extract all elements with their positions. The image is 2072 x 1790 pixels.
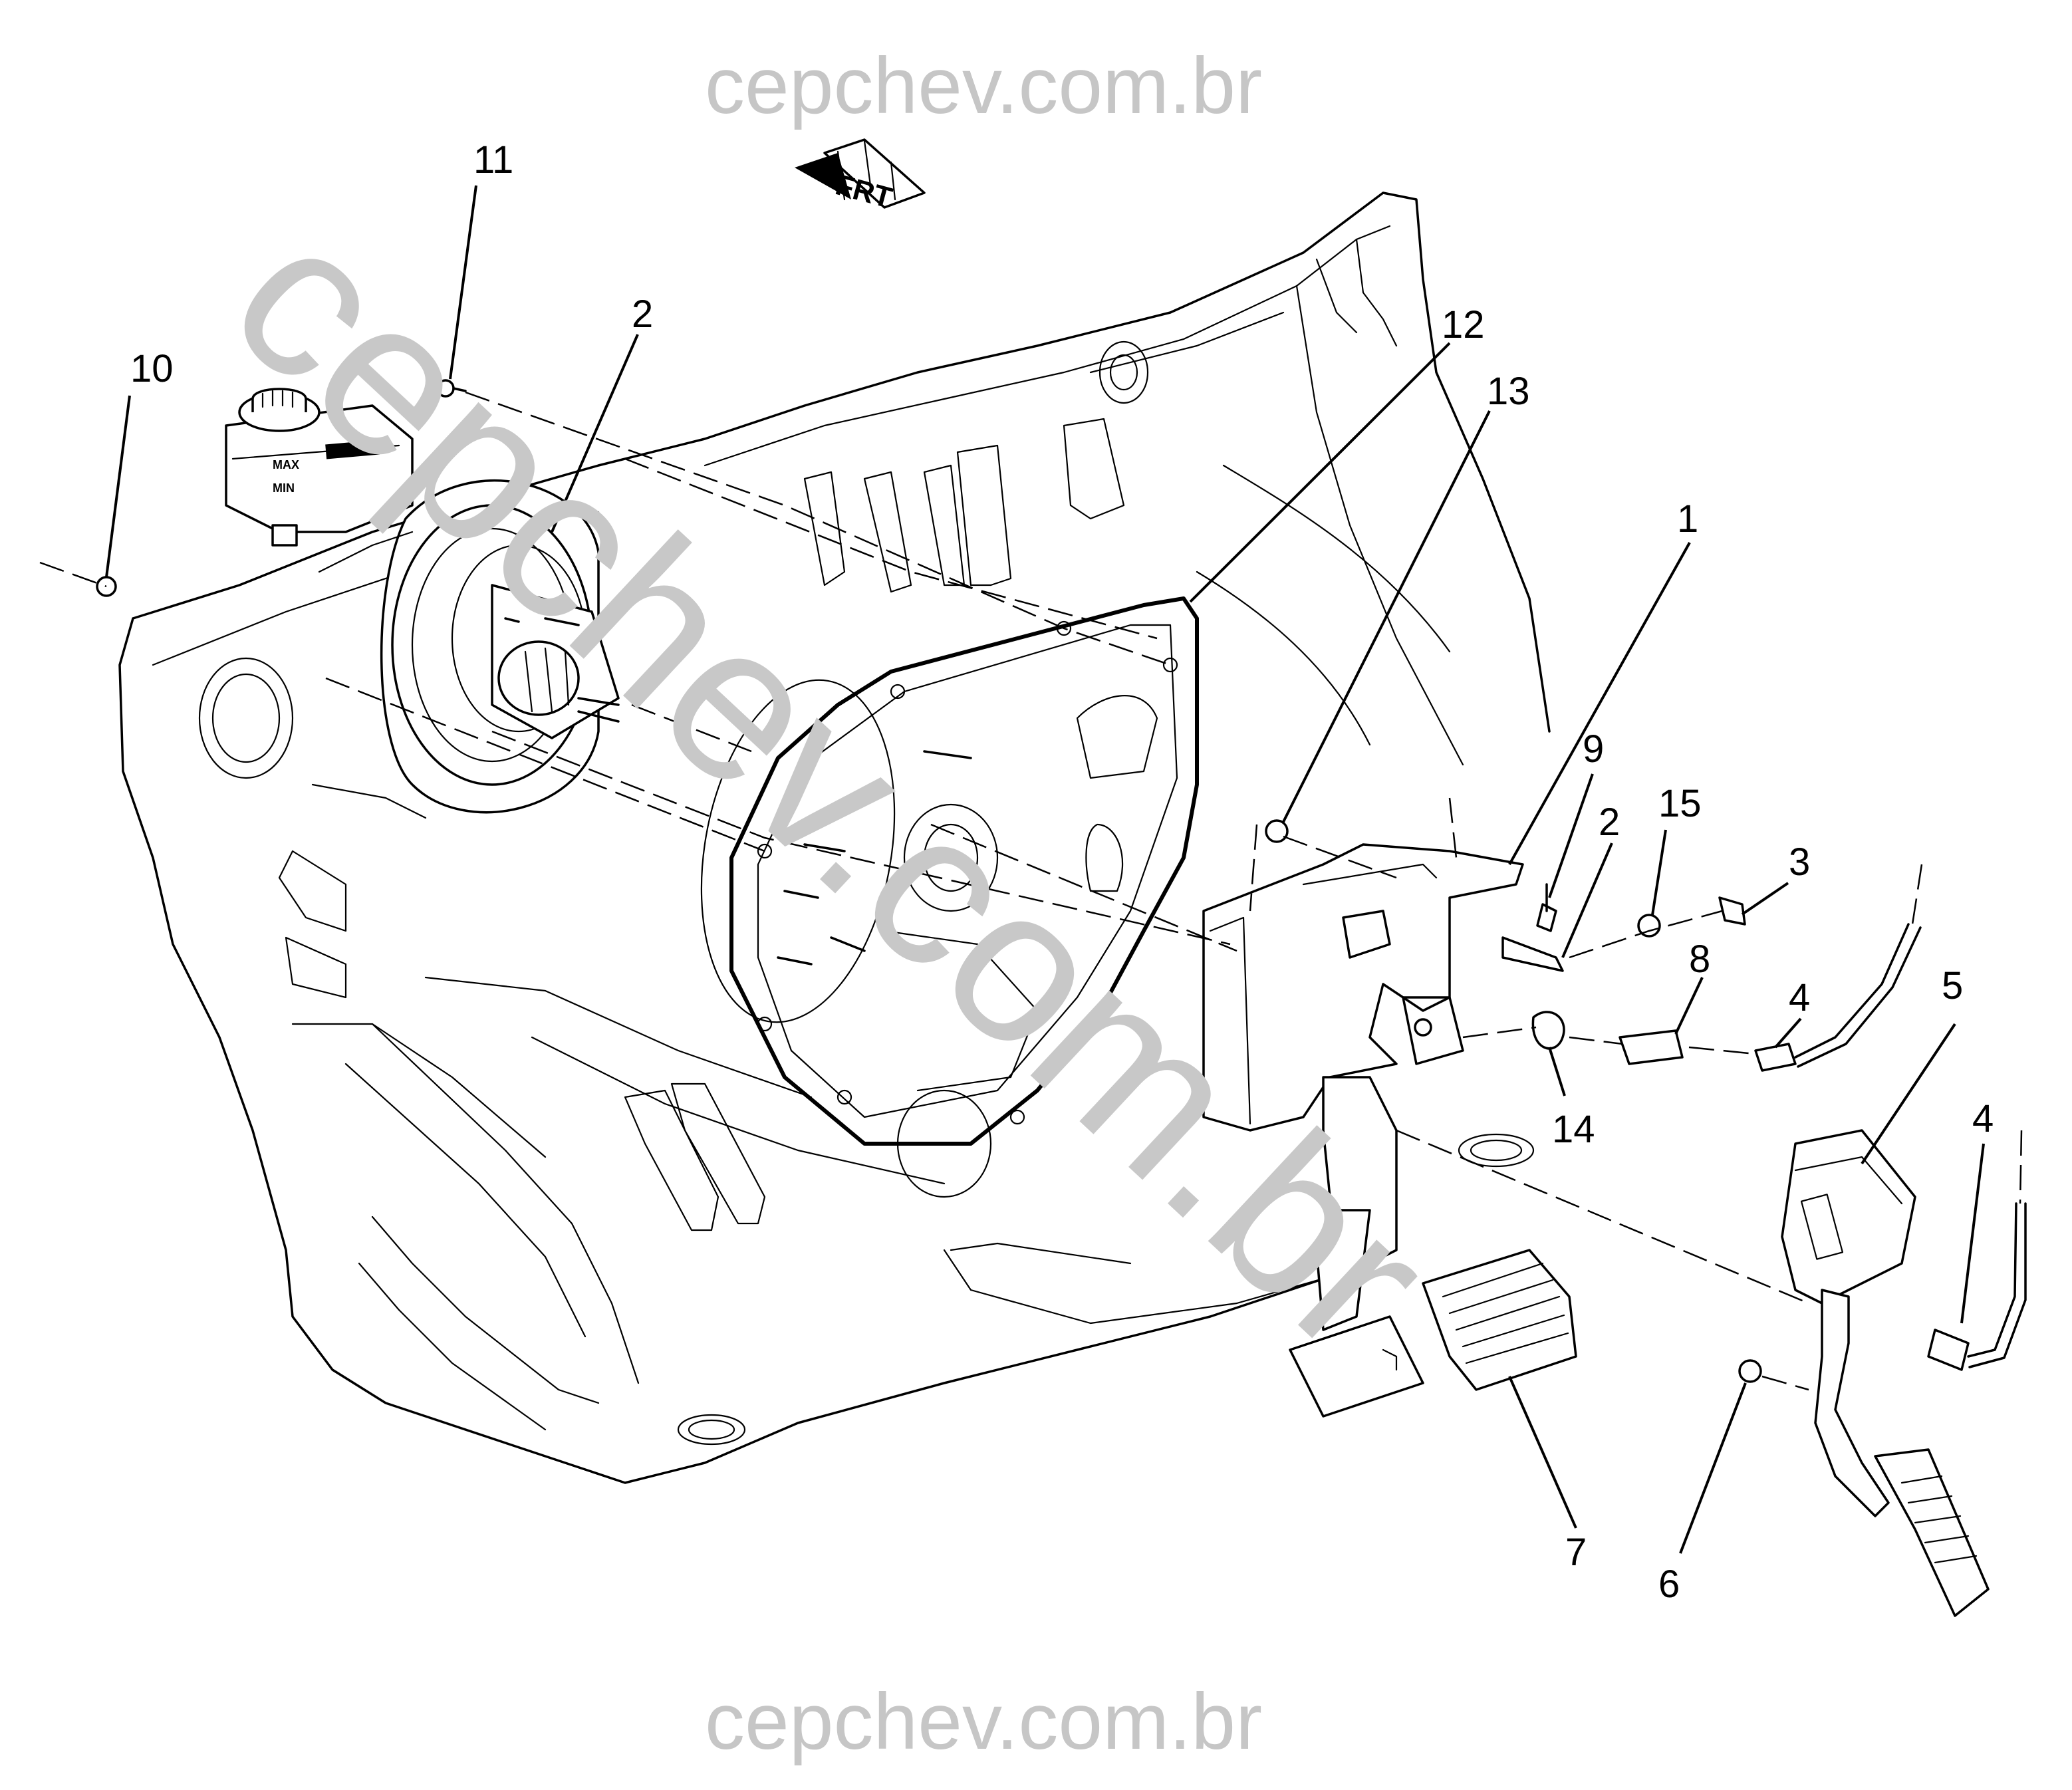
master-cylinder-reservoir: MAX MIN xyxy=(225,388,414,547)
front-orientation-arrow: FRT xyxy=(795,138,926,215)
connector-4b xyxy=(1927,1329,1970,1371)
pin-2 xyxy=(1501,936,1564,972)
reservoir-max-mark: MAX xyxy=(273,458,299,471)
nut-13 xyxy=(1265,819,1289,843)
callout-2b: 2 xyxy=(1599,801,1620,844)
fasteners xyxy=(96,379,2027,1383)
nut-15 xyxy=(1637,914,1661,938)
assembly-lines xyxy=(39,391,2023,1391)
reservoir-min-mark: MIN xyxy=(273,481,295,495)
callout-15: 15 xyxy=(1658,782,1702,825)
watermark-top: cepchev.com.br xyxy=(705,41,1262,130)
callout-4b: 4 xyxy=(1972,1097,1994,1140)
callout-14: 14 xyxy=(1552,1108,1595,1151)
callout-8: 8 xyxy=(1689,938,1710,981)
callout-6: 6 xyxy=(1658,1563,1680,1606)
accelerator-pedal xyxy=(1781,1129,1990,1617)
watermark-diagonal: cepchev.com.br xyxy=(187,174,1476,1399)
callout-4a: 4 xyxy=(1789,976,1810,1019)
connector-4a xyxy=(1754,1043,1797,1072)
callout-9: 9 xyxy=(1583,727,1604,771)
callout-2a: 2 xyxy=(632,293,653,336)
brake-booster xyxy=(311,479,620,819)
callout-11: 11 xyxy=(473,138,513,182)
leader-lines xyxy=(105,185,1985,1554)
callout-10: 10 xyxy=(130,347,174,390)
clip-3 xyxy=(1718,896,1746,926)
switch-8 xyxy=(1619,1029,1684,1065)
callout-3: 3 xyxy=(1789,840,1810,884)
callout-13: 13 xyxy=(1487,370,1530,413)
frt-label: FRT xyxy=(832,168,895,214)
callout-5: 5 xyxy=(1942,964,1963,1007)
callout-1: 1 xyxy=(1677,497,1698,541)
callouts: 1 2 2 3 4 4 5 6 7 8 9 10 11 12 13 14 15 xyxy=(130,138,1994,1606)
pedal-bracket xyxy=(1202,843,1524,1418)
clip-14 xyxy=(1531,1011,1565,1050)
callout-12: 12 xyxy=(1442,303,1485,346)
callout-7: 7 xyxy=(1565,1531,1587,1574)
watermark-bottom: cepchev.com.br xyxy=(705,1677,1262,1766)
nut-6 xyxy=(1738,1359,1762,1383)
stud-9 xyxy=(1536,903,1557,932)
brake-pedal-pad xyxy=(1422,1249,1577,1391)
dash-plate xyxy=(729,596,1199,1198)
